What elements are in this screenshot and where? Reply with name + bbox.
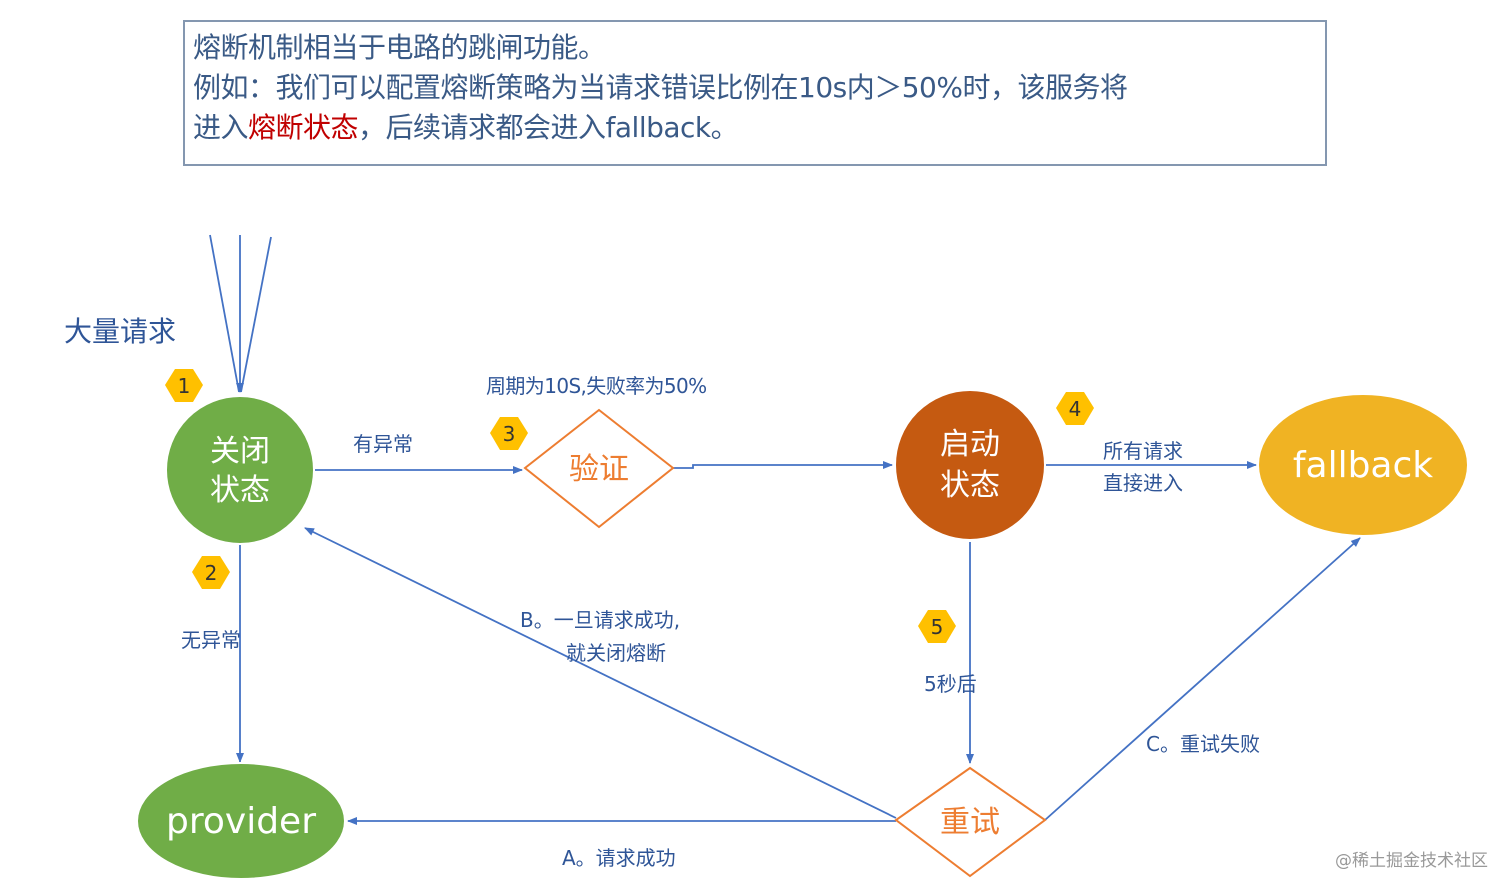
period-label: 周期为10S,失败率为50% <box>486 374 707 398</box>
open-state-label-line-1: 启动 <box>940 427 1000 462</box>
all-requests-label-line-1: 所有请求 <box>1103 439 1183 463</box>
retry-label: 重试 <box>940 805 1000 840</box>
description-line-3: 进入熔断状态，后续请求都会进入fallback。 <box>193 108 1317 148</box>
no-exception-label: 无异常 <box>181 628 241 652</box>
b-success-label-line-2: 就关闭熔断 <box>566 641 666 665</box>
fallback-node: fallback <box>1257 393 1469 537</box>
step-badge-3-number: 3 <box>503 422 516 446</box>
step-badge-2: 2 <box>192 556 230 589</box>
arrow-retry-to-fallback <box>1044 537 1361 821</box>
arrow-verify-to-open <box>673 461 893 469</box>
all-requests-label-line-2: 直接进入 <box>1103 471 1183 495</box>
step-badge-4-number: 4 <box>1069 397 1082 421</box>
closed-state-label-line-2: 状态 <box>210 473 270 508</box>
closed-state-label-line-1: 关闭 <box>210 434 270 469</box>
five-seconds-label: 5秒后 <box>924 672 977 696</box>
verify-node: 验证 <box>523 408 675 529</box>
b-success-label-line-1: B。一旦请求成功, <box>520 608 680 632</box>
arrow-retry-to-closed <box>304 527 897 819</box>
step-badge-2-number: 2 <box>205 561 218 585</box>
step-badge-1: 1 <box>165 369 203 402</box>
retry-node: 重试 <box>894 766 1047 878</box>
c-failure-label: C。重试失败 <box>1146 732 1260 756</box>
verify-label: 验证 <box>569 452 629 487</box>
step-badge-5: 5 <box>918 610 956 643</box>
description-box: 熔断机制相当于电路的跳闸功能。 例如：我们可以配置熔断策略为当请求错误比例在10… <box>183 20 1327 166</box>
provider-node: provider <box>136 762 346 880</box>
description-highlight: 熔断状态 <box>248 111 359 144</box>
description-line-3-prefix: 进入 <box>193 111 249 144</box>
step-badge-4: 4 <box>1056 392 1094 425</box>
mass-requests-label: 大量请求 <box>64 315 176 348</box>
watermark: @稀土掘金技术社区 <box>1335 851 1488 871</box>
description-line-2: 例如：我们可以配置熔断策略为当请求错误比例在10s内＞50%时，该服务将 <box>193 71 1128 104</box>
incoming-request-line-1 <box>209 234 240 393</box>
open-state-node: 启动 状态 <box>894 389 1046 541</box>
has-exception-label: 有异常 <box>353 432 413 456</box>
step-badge-5-number: 5 <box>931 615 944 639</box>
open-state-label-line-2: 状态 <box>940 468 1000 503</box>
description-line-1: 熔断机制相当于电路的跳闸功能。 <box>193 31 606 64</box>
a-success-label: A。请求成功 <box>562 846 676 870</box>
fallback-label: fallback <box>1293 445 1433 486</box>
step-badge-3: 3 <box>490 417 528 450</box>
description-line-3-suffix: ，后续请求都会进入fallback。 <box>358 111 739 144</box>
incoming-request-line-3 <box>240 236 272 393</box>
provider-label: provider <box>166 801 316 842</box>
closed-state-node: 关闭 状态 <box>165 395 315 545</box>
step-badge-1-number: 1 <box>178 374 191 398</box>
